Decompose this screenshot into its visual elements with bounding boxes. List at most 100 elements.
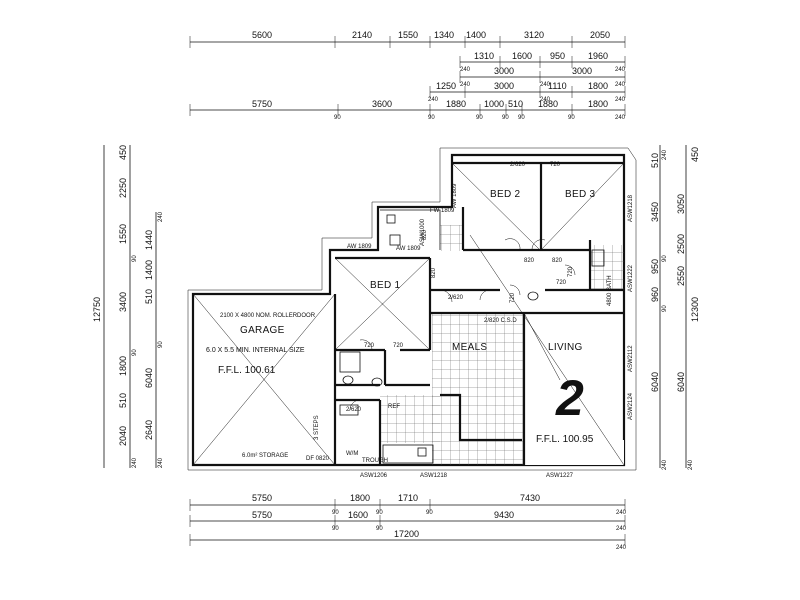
asw1218-bottom-label: ASW1218 <box>420 473 448 479</box>
bottom-dim-1-2: 1800 <box>350 493 370 503</box>
top-dim-5-7: 1800 <box>588 99 608 109</box>
top-dim-2-2: 1600 <box>512 51 532 61</box>
bottom-small-2b: 90 <box>376 526 383 532</box>
living-label: LIVING <box>548 342 583 353</box>
right-c1-5: 6040 <box>650 372 660 392</box>
bottom-dim-1-4: 7430 <box>520 493 540 503</box>
pc-label: 2/820 C.S.D <box>484 318 517 324</box>
steps-label: 3 STEPS <box>314 415 320 440</box>
top-small-3a: 240 <box>460 82 471 88</box>
aw1809-label-b: AW 1809 <box>396 246 421 252</box>
top-dim-3-2: 3000 <box>572 66 592 76</box>
room-labels: GARAGE 2100 X 4800 NOM. ROLLERDOOR 6.0 X… <box>206 189 596 459</box>
lot-number: 2 <box>555 370 584 426</box>
living-ffl: F.F.L. 100.95 <box>536 434 594 445</box>
left-c1-3: 1550 <box>118 224 128 244</box>
top-dim-4-1: 1250 <box>436 81 456 91</box>
asw1000-label: ASW1000 <box>420 218 426 246</box>
bottom-small-3a: 240 <box>616 545 627 551</box>
bottom-small-1c: 90 <box>426 510 433 516</box>
door-820-c: 820 <box>431 267 437 278</box>
left-c1-1: 450 <box>118 145 128 160</box>
door-720-f: 720 <box>510 292 516 303</box>
top-dim-2-1: 1310 <box>474 51 494 61</box>
top-dim-1-5: 1400 <box>466 30 486 40</box>
asw1222-label: ASW1222 <box>628 264 634 292</box>
top-dim-5-1: 5750 <box>252 99 272 109</box>
ref-label: REF <box>388 404 400 410</box>
garage-label: GARAGE <box>240 325 285 336</box>
top-dim-4-4: 1800 <box>588 81 608 91</box>
right-c2-1: 450 <box>690 147 700 162</box>
left-c1-2: 2250 <box>118 178 128 198</box>
top-small-5f: 90 <box>568 115 575 121</box>
top-dim-1-4: 1340 <box>434 30 454 40</box>
door-820-a: 820 <box>524 258 535 264</box>
top-dim-5-5: 510 <box>508 99 523 109</box>
top-dim-4-3: 1110 <box>548 81 567 91</box>
asw2124-label: ASW2124 <box>628 392 634 420</box>
right-c2-3: 2550 <box>676 266 686 286</box>
left-dimensions: 12750 450 2250 1550 3400 1800 510 2040 1… <box>92 145 164 468</box>
df0820-label: DF 0820 <box>306 456 330 462</box>
door-swings <box>349 238 576 411</box>
top-dim-5-2: 3600 <box>372 99 392 109</box>
garage-ffl: F.F.L. 100.61 <box>218 365 276 376</box>
left-c1-4: 3400 <box>118 292 128 312</box>
right-c1-2: 3450 <box>650 202 660 222</box>
bed2-label: BED 2 <box>490 189 521 200</box>
top-small-4c: 240 <box>615 97 626 103</box>
bottom-small-2a: 90 <box>332 526 339 532</box>
right-c2-2: 3050 <box>676 194 686 214</box>
door-2620-c: 2/620 <box>346 407 362 413</box>
bottom-total-dim: 17200 <box>394 529 419 539</box>
door-720-d: 720 <box>556 280 567 286</box>
door-720-b: 720 <box>393 343 404 349</box>
bed3-label: BED 3 <box>565 189 596 200</box>
left-small-a: 240 <box>158 211 164 222</box>
top-small-5e: 90 <box>518 115 525 121</box>
top-dim-4-2: 3000 <box>494 81 514 91</box>
top-dim-1-3: 1550 <box>398 30 418 40</box>
bottom-dim-2-3: 9430 <box>494 510 514 520</box>
left-outer-dim: 12750 <box>92 297 102 322</box>
asw1206-label: ASW1206 <box>360 473 388 479</box>
top-dim-1-7: 2050 <box>590 30 610 40</box>
top-dim-1-6: 3120 <box>524 30 544 40</box>
door-820-b: 820 <box>552 258 563 264</box>
fixtures <box>339 234 605 457</box>
top-small-2b: 240 <box>615 67 626 73</box>
annotations: AW 1809 AW 1809 FW 1809 AW 1809 720 720 … <box>306 162 634 479</box>
top-small-3c: 240 <box>615 82 626 88</box>
bottom-dim-1-3: 1710 <box>398 493 418 503</box>
top-small-5c: 90 <box>476 115 483 121</box>
door-720-e: 720 <box>568 266 574 277</box>
left-c2-3: 510 <box>144 289 154 304</box>
door-720-a: 720 <box>364 343 375 349</box>
bottom-small-1b: 90 <box>376 510 383 516</box>
top-dimensions: 5600 2140 1550 1340 1400 3120 2050 1310 … <box>189 30 626 121</box>
right-c1-4: 960 <box>650 287 660 302</box>
top-dim-5-3: 1880 <box>446 99 466 109</box>
left-c1-7: 2040 <box>118 426 128 446</box>
door-720-c: 720 <box>550 162 561 168</box>
top-dim-1-2: 2140 <box>352 30 372 40</box>
right-small-a: 240 <box>662 149 668 160</box>
top-small-5b: 90 <box>428 115 435 121</box>
left-c1-6: 510 <box>118 393 128 408</box>
left-c2-1: 1440 <box>144 230 154 250</box>
right-dimensions: 510 3450 950 960 6040 450 3050 2550 1230… <box>650 145 700 470</box>
top-dim-2-4: 1960 <box>588 51 608 61</box>
storage-label: 6.0m² STORAGE <box>242 453 288 459</box>
top-dim-5-4: 1000 <box>484 99 504 109</box>
tiled-areas <box>380 225 624 465</box>
door-2620-b: 2/620 <box>448 295 464 301</box>
left-c2-5: 2640 <box>144 420 154 440</box>
top-small-4a: 240 <box>428 97 439 103</box>
left-small-f: 240 <box>158 457 164 468</box>
top-small-5d: 90 <box>502 115 509 121</box>
left-small-c: 90 <box>132 349 138 356</box>
top-small-4b: 240 <box>540 97 551 103</box>
door-820-d: 820 <box>422 229 428 240</box>
